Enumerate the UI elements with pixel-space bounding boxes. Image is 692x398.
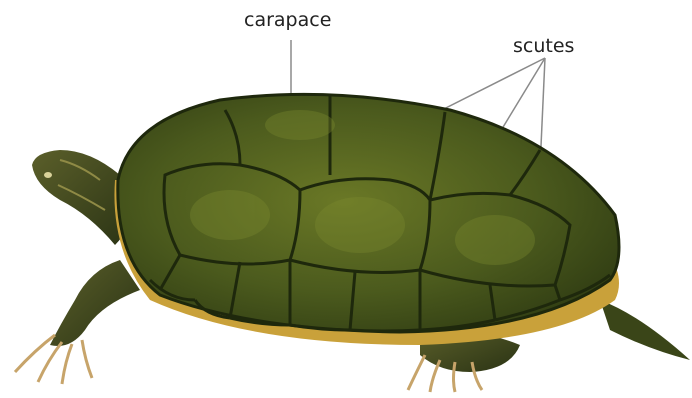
carapace-label: carapace xyxy=(244,9,331,31)
front-leg xyxy=(15,260,140,384)
turtle-tail xyxy=(600,300,690,360)
scutes-label: scutes xyxy=(513,35,574,57)
